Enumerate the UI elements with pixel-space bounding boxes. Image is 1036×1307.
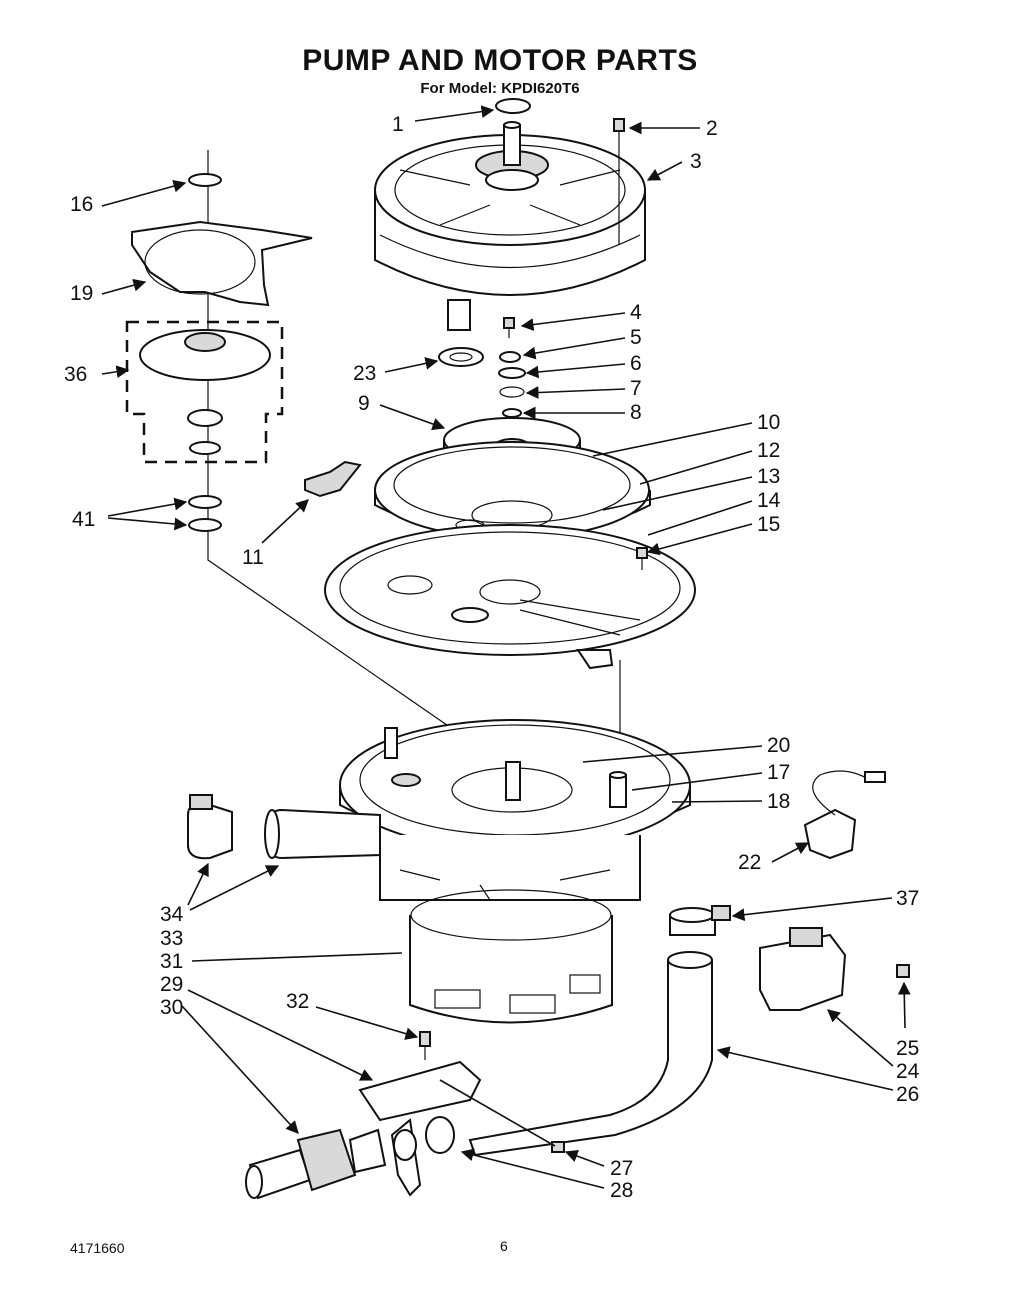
callout-20: 20 [767,734,790,757]
callout-10: 10 [757,411,780,434]
callout-29: 29 [160,973,183,996]
inlet-hose-33 [264,808,381,860]
callout-16: 16 [70,193,93,216]
screw-27 [551,1141,565,1153]
callout-37: 37 [896,887,919,910]
lower-pump-housing [339,719,691,851]
motor-bolt-part [613,118,625,245]
callout-23: 23 [353,362,376,385]
callout-36: 36 [64,363,87,386]
seal-assembly-36 [139,329,271,455]
callout-28: 28 [610,1179,633,1202]
callout-25: 25 [896,1037,919,1060]
drain-hose-26 [468,951,713,1157]
callout-27: 27 [610,1157,633,1180]
callout-32: 32 [286,990,309,1013]
switch-24 [759,927,847,1011]
callout-15: 15 [757,513,780,536]
callout-18: 18 [767,790,790,813]
drain-bracket-29 [358,1060,482,1197]
callout-12: 12 [757,439,780,462]
callout-24: 24 [896,1060,920,1083]
callout-7: 7 [630,377,642,400]
o-rings-41 [188,495,222,532]
model-subtitle: For Model: KPDI620T6 [420,80,580,97]
pump-housing-upper [374,441,651,541]
clamp-34 [187,794,233,860]
callout-26: 26 [896,1083,919,1106]
motor-part [374,121,646,331]
callout-13: 13 [757,465,780,488]
callout-11: 11 [242,546,264,569]
screw-32 [419,1031,431,1060]
callout-17: 17 [767,761,790,784]
clamp-37 [669,905,731,936]
sensor-22 [803,770,886,860]
callout-8: 8 [630,401,642,424]
callout-2: 2 [706,117,718,140]
document-number: 4171660 [70,1240,125,1256]
callout-1: 1 [392,113,404,136]
pump-body-31 [379,835,641,1024]
callout-34: 34 [160,903,184,926]
leader-lines [101,105,911,1189]
page-title: PUMP AND MOTOR PARTS [302,44,698,77]
assembly-36-outline [125,320,284,464]
callout-31: 31 [160,950,183,973]
shaft-seal-part [495,98,531,114]
callout-6: 6 [630,352,642,375]
fitting-30 [245,1128,387,1200]
o-ring-16 [188,173,222,187]
callout-41: 41 [72,508,95,531]
callout-4: 4 [630,301,642,324]
callout-5: 5 [630,326,642,349]
callout-30: 30 [160,996,183,1019]
gasket-19 [131,220,313,307]
callout-19: 19 [70,282,93,305]
impeller-stack-parts [438,317,526,418]
screw-25 [896,964,910,978]
callout-3: 3 [690,150,702,173]
page-number: 6 [500,1238,508,1254]
callout-14: 14 [757,489,781,512]
callout-33: 33 [160,927,183,950]
pump-base-plate [324,524,696,670]
part-11 [304,460,362,498]
callout-9: 9 [358,392,370,415]
callout-22: 22 [738,851,761,874]
